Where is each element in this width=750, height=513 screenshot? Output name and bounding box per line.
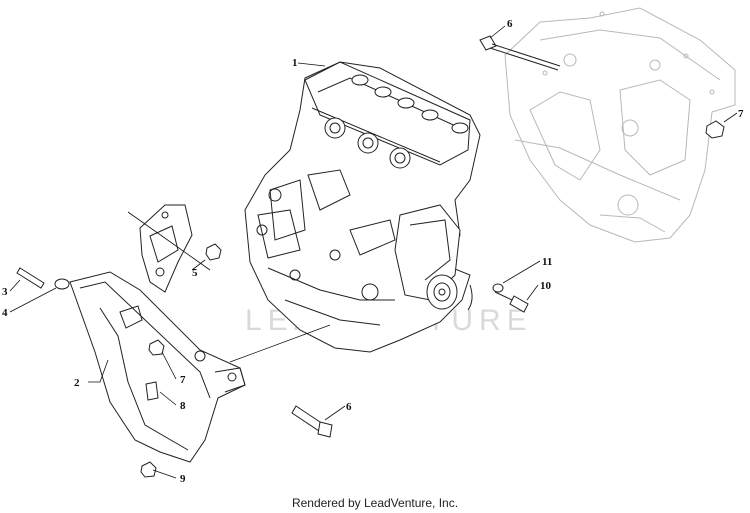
- callout-4: 4: [2, 307, 8, 319]
- callout-11: 11: [542, 256, 552, 268]
- callout-1: 1: [292, 57, 298, 69]
- leader-lines: [9, 25, 738, 479]
- mount-bracket-upper: [139, 204, 193, 293]
- callout-9: 9: [180, 473, 186, 485]
- callout-2: 2: [74, 377, 80, 389]
- callout-6-top: 6: [507, 18, 513, 30]
- callout-6-bottom: 6: [346, 401, 352, 413]
- callout-7-left: 7: [180, 374, 186, 386]
- frame-ghost: [504, 7, 736, 243]
- callout-5: 5: [192, 267, 198, 279]
- callout-10: 10: [540, 280, 552, 292]
- front-mount-frame: [69, 271, 246, 463]
- callout-labels: 1 2 3 4 5 6 6 7 7 8 9 10 11: [2, 18, 744, 485]
- callout-8: 8: [180, 400, 186, 412]
- engine-assembly: [244, 61, 481, 353]
- callout-3: 3: [2, 286, 8, 298]
- fasteners: [16, 35, 725, 478]
- callout-7-right: 7: [738, 108, 744, 120]
- footer-credit: Rendered by LeadVenture, Inc.: [291, 496, 459, 510]
